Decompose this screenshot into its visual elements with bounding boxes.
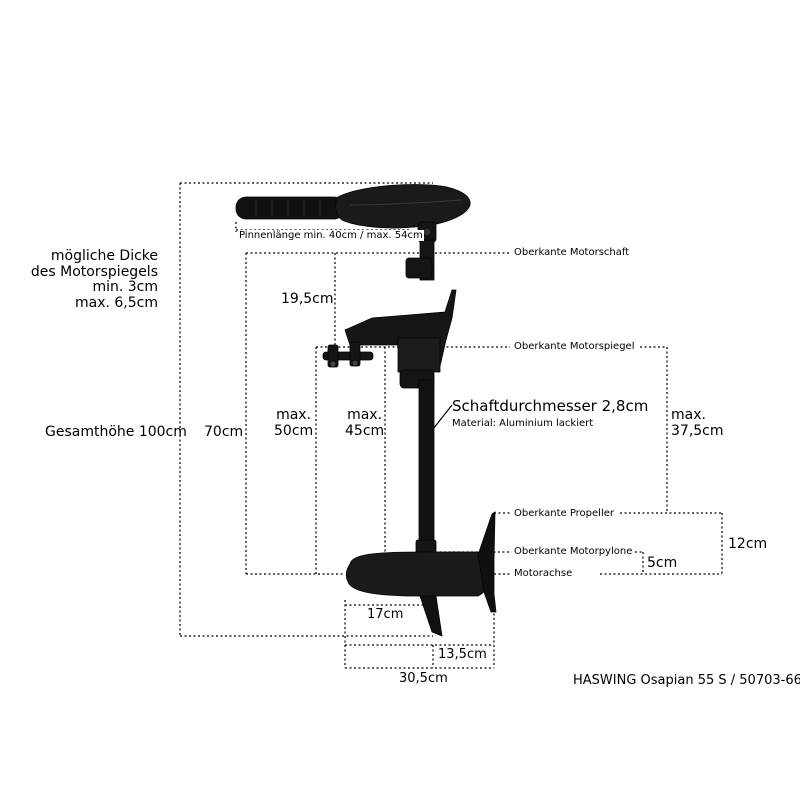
tiller-grip: [235, 196, 345, 220]
dim-max-45-line-2: 45cm: [345, 422, 385, 439]
total-height-label: Gesamthöhe 100cm: [45, 424, 187, 440]
dim-70-label: 70cm: [204, 424, 244, 440]
product-label: HASWING Osapian 55 S / 50703-66: [573, 673, 800, 688]
dim-max-37-5-line-1: max.: [671, 407, 706, 423]
dim-5-label: 5cm: [647, 555, 678, 571]
dim-17-label: 17cm: [367, 607, 404, 622]
main-shaft: [418, 379, 435, 546]
motor-fin: [419, 595, 443, 637]
dim-max-50-line-2: 50cm: [274, 422, 314, 439]
shaft-diameter-label: Schaftdurchmesser 2,8cm: [452, 397, 649, 415]
top-shaft-label: Oberkante Motorschaft: [513, 247, 631, 259]
total-height-bracket: [179, 182, 433, 637]
dim-30-5-label: 30,5cm: [399, 671, 448, 686]
propeller: [477, 511, 497, 613]
transom-thickness-line-2: des Motorspiegels: [30, 263, 158, 280]
motor-axis-label: Motorachse: [513, 568, 574, 580]
motor-body: [345, 551, 491, 597]
top-pylon-label: Oberkante Motorpylone: [513, 546, 634, 558]
dim-max-50-label: max. 50cm: [274, 407, 314, 439]
dim-max-37-5-line-2: 37,5cm: [671, 422, 724, 439]
transom-thickness-note: mögliche Dicke des Motorspiegels min. 3c…: [30, 248, 158, 312]
clamp-screws: [322, 341, 374, 368]
transom-thickness-line-3: min. 3cm: [92, 279, 158, 296]
bracket-5: [635, 551, 644, 574]
dim-12-label: 12cm: [728, 536, 768, 552]
motor-silhouette: [235, 184, 497, 637]
transom-thickness-line-4: max. 6,5cm: [74, 295, 158, 312]
dim-19-5-label: 19,5cm: [281, 291, 334, 307]
dim-max-45-label: max. 45cm: [345, 407, 385, 439]
dim-max-50-line-1: max.: [276, 407, 312, 423]
material-label: Material: Aluminium lackiert: [452, 418, 594, 429]
dim-13-5-label: 13,5cm: [438, 647, 487, 662]
transom-thickness-line-1: mögliche Dicke: [50, 248, 158, 264]
tiller-head: [335, 184, 471, 229]
dim-max-37-5-label: max. 37,5cm: [671, 407, 724, 439]
top-propeller-label: Oberkante Propeller: [513, 508, 615, 520]
tiller-length-label: Pinnenlänge min. 40cm / max. 54cm: [238, 230, 424, 242]
top-transom-label: Oberkante Motorspiegel: [513, 341, 636, 353]
dim-max-45-line-1: max.: [347, 407, 383, 423]
